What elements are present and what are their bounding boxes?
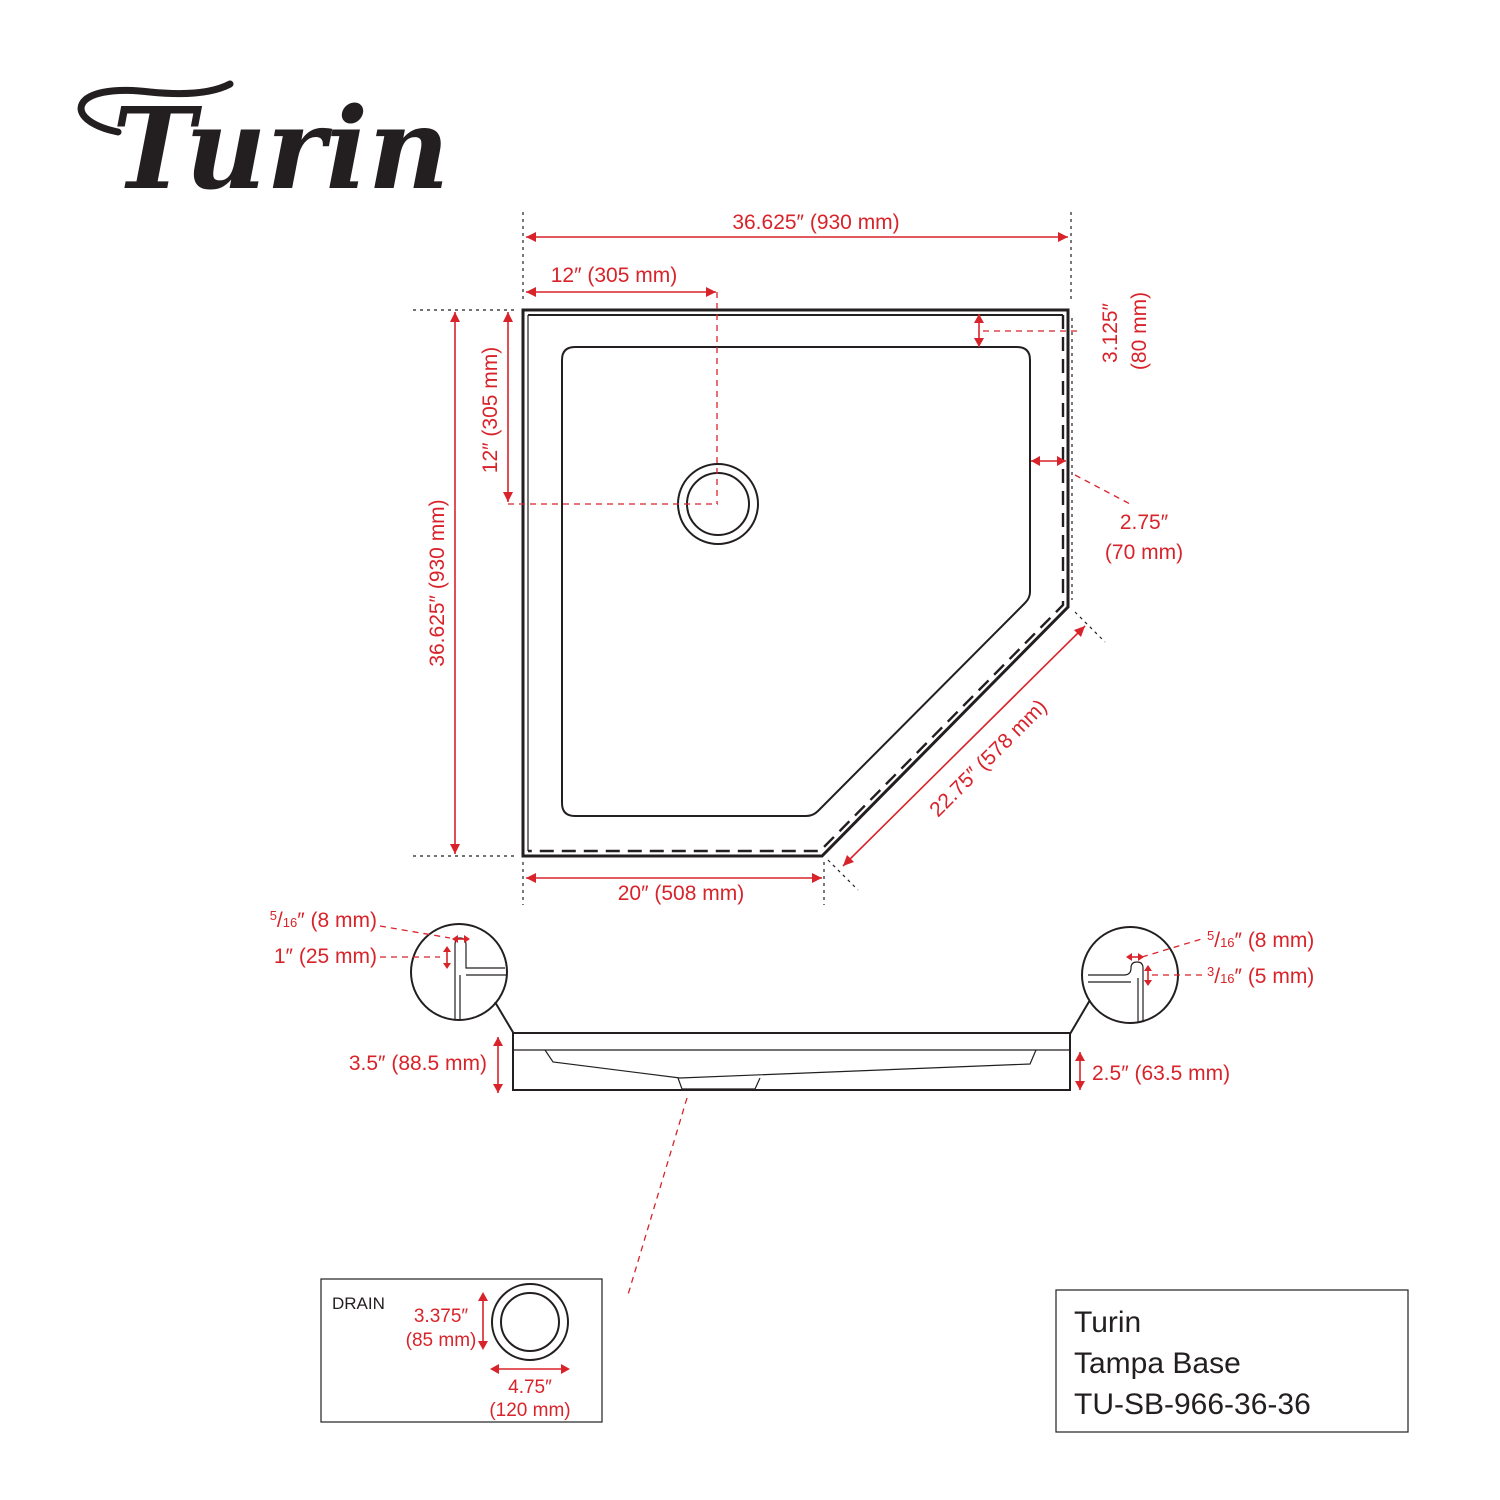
dim-base-height: 2.5″ (63.5 mm) [1075,1052,1230,1090]
product-info-box: Turin Tampa Base TU-SB-966-36-36 [1055,1289,1409,1433]
left-edge-detail: 5/16″ (8 mm) 1″ (25 mm) [270,908,515,1035]
product-sku: TU-SB-966-36-36 [1074,1388,1311,1421]
product-brand: Turin [1074,1306,1141,1339]
bottom-width-label: 20″ (508 mm) [618,882,744,905]
dim-drain-offset-y: 12″ (305 mm) [479,312,718,505]
extension-lines [413,212,1106,905]
dim-drain-offset-x: 12″ (305 mm) [526,264,718,504]
flange-depth-label: 3.125″ [1099,302,1122,363]
right-edge-detail: 5/16″ (8 mm) 3/16″ (5 mm) [1069,926,1314,1035]
dim-flange-depth: 3.125″ (80 mm) [974,292,1151,370]
left-detail-top-label: 5/16″ (8 mm) [270,908,377,932]
logo-text: Turin [112,84,449,215]
dim-angled-side: 22.75″ (578 mm) [842,625,1086,867]
left-detail-height-label: 1″ (25 mm) [274,945,377,968]
total-height-label: 3.5″ (88.5 mm) [349,1052,487,1075]
dim-overall-depth: 36.625″ (930 mm) [426,312,460,854]
overall-width-label: 36.625″ (930 mm) [732,211,899,234]
side-ledge-mm-label: (70 mm) [1105,541,1183,564]
drain-detail-box: DRAIN 3.375″ (85 mm) 4.75″ (120 mm) [320,1278,603,1423]
drain-leader-line [626,1097,688,1299]
right-detail-top-label: 5/16″ (8 mm) [1207,928,1314,952]
dim-bottom-width: 20″ (508 mm) [526,873,822,905]
dim-overall-width: 36.625″ (930 mm) [526,211,1068,242]
drain-offset-y-label: 12″ (305 mm) [479,347,502,473]
turin-logo: Turin [77,80,449,215]
dim-side-ledge: 2.75″ (70 mm) [1031,456,1183,564]
right-detail-low-label: 3/16″ (5 mm) [1207,964,1314,988]
drain-height-mm-label: (85 mm) [406,1330,477,1351]
drain-offset-x-label: 12″ (305 mm) [551,264,677,287]
angled-side-label: 22.75″ (578 mm) [925,695,1051,821]
base-height-label: 2.5″ (63.5 mm) [1092,1062,1230,1085]
dim-total-height: 3.5″ (88.5 mm) [349,1037,503,1093]
flange-depth-mm-label: (80 mm) [1128,292,1151,370]
product-model: Tampa Base [1074,1347,1241,1380]
drain-height-in-label: 3.375″ [414,1306,469,1327]
drain-width-mm-label: (120 mm) [489,1400,570,1421]
drain-box-label: DRAIN [332,1294,385,1313]
drain-width-in-label: 4.75″ [508,1377,552,1398]
side-ledge-label: 2.75″ [1120,511,1169,534]
overall-depth-label: 36.625″ (930 mm) [426,499,449,666]
side-view [512,1032,1071,1091]
